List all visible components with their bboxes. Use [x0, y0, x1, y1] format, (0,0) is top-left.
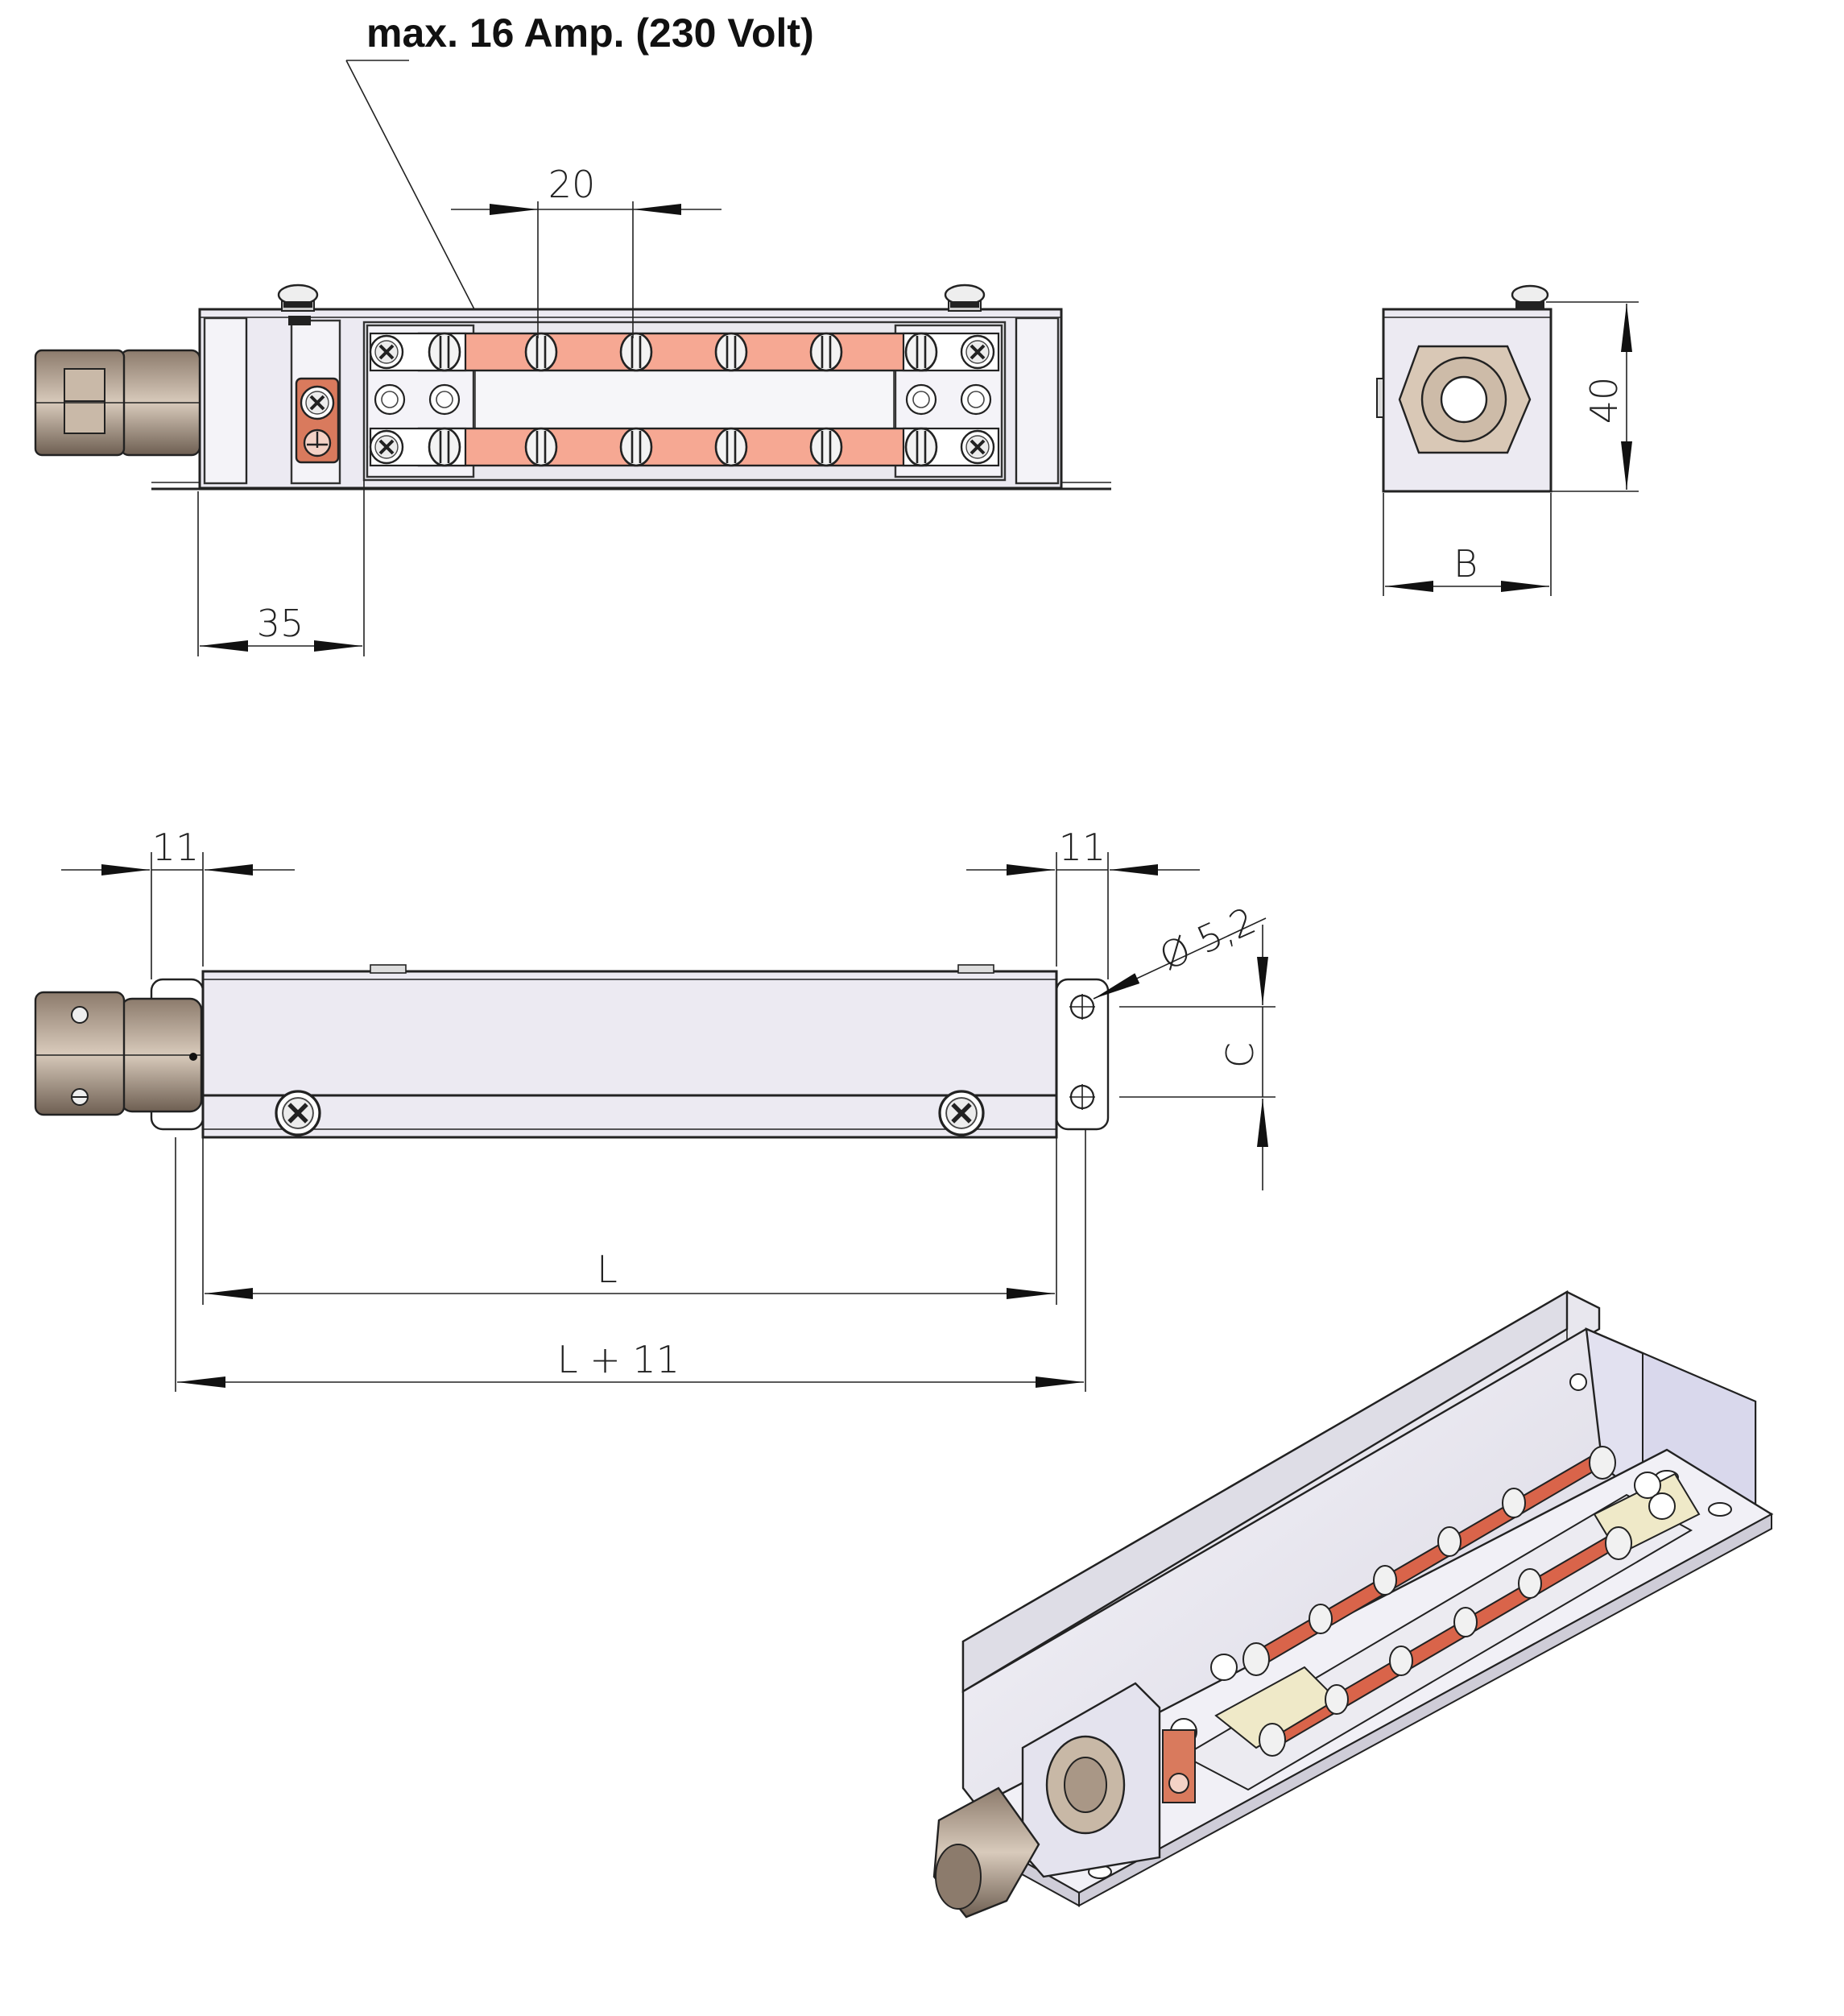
earth-symbol-icon — [303, 428, 332, 457]
title-leader-line — [345, 60, 491, 341]
svg-text:C: C — [1218, 1042, 1262, 1068]
dim-flange-right: 11 — [966, 826, 1200, 979]
dim-hole-spacing: C — [1119, 925, 1276, 1190]
gland-nut-icon — [1398, 345, 1532, 454]
cable-gland-icon — [34, 349, 201, 457]
busbar-bottom — [417, 427, 928, 467]
lid-screw-left — [277, 284, 319, 312]
dim-earth-offset: 35 — [197, 480, 365, 656]
lid-screw-end — [1511, 284, 1549, 309]
mount-hole-top — [1069, 994, 1095, 1020]
svg-text:L: L — [597, 1248, 618, 1291]
svg-text:20: 20 — [548, 163, 596, 206]
dim-height: 40 — [1546, 301, 1639, 492]
current-rating-label: max. 16 Amp. (230 Volt) — [366, 10, 814, 56]
front-view — [34, 964, 1110, 1139]
svg-text:B: B — [1453, 542, 1478, 586]
isometric-view — [932, 1289, 1774, 1919]
lid-screw-right — [944, 284, 986, 312]
top-view — [34, 284, 1111, 491]
svg-text:L + 11: L + 11 — [557, 1338, 680, 1381]
dim-flange-left: 11 — [61, 826, 295, 979]
svg-text:11: 11 — [1059, 826, 1106, 869]
dim-pitch: 20 — [451, 163, 721, 338]
dim-length: L — [202, 1137, 1057, 1305]
svg-text:35: 35 — [257, 602, 304, 645]
cable-gland-front-icon — [34, 991, 203, 1116]
iso-gland-icon — [932, 1735, 1126, 1919]
dim-hole-diameter: Ø 5,2 — [1093, 899, 1267, 1000]
svg-text:Ø 5,2: Ø 5,2 — [1153, 899, 1262, 979]
busbar-top — [417, 332, 928, 372]
mount-hole-bottom — [1069, 1084, 1095, 1110]
dim-length-total: L + 11 — [175, 1129, 1086, 1392]
svg-text:40: 40 — [1582, 377, 1626, 424]
end-view — [1376, 284, 1553, 493]
svg-text:11: 11 — [152, 826, 200, 869]
dim-width: B — [1383, 493, 1552, 596]
